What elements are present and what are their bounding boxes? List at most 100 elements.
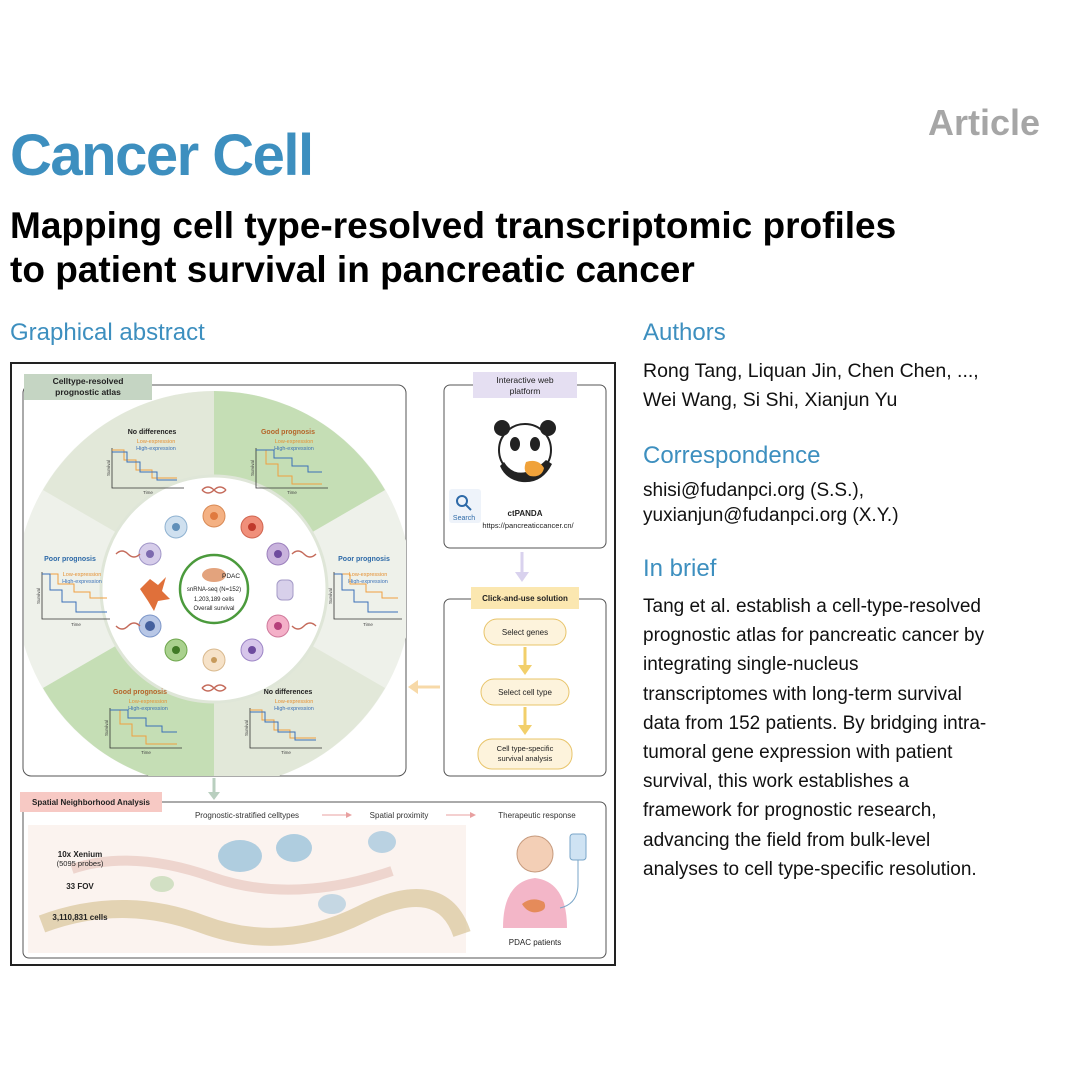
stage-therapeutic: Therapeutic response — [498, 811, 576, 820]
svg-text:Low-expression: Low-expression — [129, 699, 168, 705]
center-cells: 1,203,189 cells — [194, 597, 234, 603]
svg-text:Low-expression: Low-expression — [63, 572, 102, 578]
svg-text:Time: Time — [143, 490, 153, 495]
patient-illustration-icon — [503, 833, 587, 928]
center-circle — [178, 553, 250, 625]
svg-text:Poor prognosis: Poor prognosis — [44, 556, 96, 563]
search-button[interactable]: Search — [449, 489, 481, 523]
svg-text:Time: Time — [141, 750, 151, 755]
search-label: Search — [453, 515, 475, 522]
svg-text:Good prognosis: Good prognosis — [261, 429, 315, 436]
fov-count: 33 FOV — [66, 882, 94, 891]
brief-line: survival, this work establishes a — [643, 771, 910, 793]
svg-text:Low-expression: Low-expression — [275, 439, 314, 445]
brief-line: tumoral gene expression with patient — [643, 742, 953, 764]
svg-text:High-expression: High-expression — [62, 579, 102, 585]
graphical-abstract-figure: Celltype-resolved prognostic atlas PDAC … — [10, 362, 616, 966]
svg-text:Time: Time — [287, 490, 297, 495]
brief-line: framework for prognostic research, — [643, 800, 937, 822]
svg-text:Survival: Survival — [36, 588, 41, 604]
svg-text:Low-expression: Low-expression — [137, 439, 176, 445]
svg-text:Good prognosis: Good prognosis — [113, 689, 167, 696]
atlas-label-line-1: Celltype-resolved — [53, 376, 124, 386]
survival-analysis-label-2: survival analysis — [498, 754, 553, 763]
email-yuxianjun[interactable]: yuxianjun@fudanpci.org (X.Y.) — [643, 505, 899, 526]
search-icon — [456, 495, 468, 507]
svg-text:Survival: Survival — [250, 460, 255, 476]
brief-line: transcriptomes with long-term survival — [643, 683, 962, 705]
spatial-label: Spatial Neighborhood Analysis — [32, 798, 150, 807]
survival-analysis-label-1: Cell type-specific — [497, 744, 554, 753]
svg-text:Survival: Survival — [328, 588, 333, 604]
in-brief-text: Tang et al. establish a cell-type-resolv… — [643, 592, 1048, 884]
brief-line: integrating single-nucleus — [643, 654, 859, 676]
brief-line: data from 152 patients. By bridging intr… — [643, 712, 987, 734]
center-pdac: PDAC — [222, 573, 240, 580]
select-genes-label: Select genes — [502, 628, 548, 637]
svg-text:High-expression: High-expression — [136, 446, 176, 452]
ctpanda-url[interactable]: https://pancreaticcancer.cn/ — [482, 521, 574, 530]
journal-name: Cancer Cell — [10, 123, 314, 188]
svg-text:High-expression: High-expression — [274, 446, 314, 452]
spatial-label-box — [20, 792, 162, 812]
dna-icons — [115, 486, 317, 692]
svg-text:Low-expression: Low-expression — [275, 699, 314, 705]
xenium-probes: (5095 probes) — [57, 859, 104, 868]
center-os: Overall survival — [193, 606, 234, 612]
svg-text:Survival: Survival — [244, 720, 249, 736]
km-plot-no-diff-bottom: No differences Low-expression High-expre… — [244, 689, 322, 755]
xenium-label: 10x Xenium — [58, 850, 102, 859]
svg-text:High-expression: High-expression — [128, 706, 168, 712]
tissue-texture — [38, 831, 471, 946]
correspondence-heading: Correspondence — [643, 442, 821, 469]
graphical-abstract-svg: Celltype-resolved prognostic atlas PDAC … — [20, 372, 607, 959]
correspondence-emails: shisi@fudanpci.org (S.S.), yuxianjun@fud… — [643, 478, 1053, 528]
ctpanda-name: ctPANDA — [508, 509, 543, 518]
graphical-abstract-heading: Graphical abstract — [10, 319, 205, 346]
svg-text:Time: Time — [363, 622, 373, 627]
brief-line: prognostic atlas for pancreatic cancer b… — [643, 625, 985, 647]
svg-text:Time: Time — [71, 622, 81, 627]
web-label-line-1: Interactive web — [496, 375, 553, 385]
panda-logo-icon — [494, 420, 556, 483]
select-cell-type-button[interactable] — [480, 678, 570, 706]
svg-text:No differences: No differences — [264, 689, 313, 696]
cell-count: 3,110,831 cells — [52, 913, 108, 922]
svg-text:Survival: Survival — [106, 460, 111, 476]
in-brief-heading: In brief — [643, 555, 717, 582]
brief-line: analyses to cell type-specific resolutio… — [643, 858, 977, 880]
web-label-box — [473, 372, 577, 398]
click-use-label: Click-and-use solution — [482, 594, 568, 603]
cell-type-icons — [138, 504, 294, 672]
survival-analysis-button[interactable] — [477, 738, 573, 770]
pdac-patients-label: PDAC patients — [509, 938, 561, 947]
email-shisi[interactable]: shisi@fudanpci.org (S.S.), — [643, 480, 864, 501]
authors-line-2: Wei Wang, Si Shi, Xianjun Yu — [643, 389, 898, 411]
click-use-label-box — [471, 587, 579, 609]
brief-line: advancing the field from bulk-level — [643, 829, 931, 851]
atlas-label-box — [24, 374, 152, 400]
stage-proximity: Spatial proximity — [370, 811, 429, 820]
km-plot-good-bottom-left: Good prognosis Low-expression High-expre… — [104, 689, 182, 755]
svg-text:Low-expression: Low-expression — [349, 572, 388, 578]
svg-text:High-expression: High-expression — [348, 579, 388, 585]
article-type-label: Article — [927, 102, 1040, 143]
select-genes-button[interactable] — [483, 618, 567, 646]
brief-line: Tang et al. establish a cell-type-resolv… — [643, 596, 981, 617]
svg-text:Poor prognosis: Poor prognosis — [338, 556, 390, 563]
authors-line-1: Rong Tang, Liquan Jin, Chen Chen, ..., — [643, 360, 979, 382]
title-line-2: to patient survival in pancreatic cancer — [10, 249, 695, 290]
svg-text:Survival: Survival — [104, 720, 109, 736]
article-title: Mapping cell type-resolved transcriptomi… — [10, 204, 1050, 292]
title-line-1: Mapping cell type-resolved transcriptomi… — [10, 205, 897, 246]
svg-text:No differences: No differences — [128, 429, 177, 436]
select-cell-type-label: Select cell type — [498, 688, 552, 697]
center-seq: snRNA-seq (N=152) — [187, 587, 241, 593]
web-label-line-2: platform — [510, 386, 541, 396]
authors-list: Rong Tang, Liquan Jin, Chen Chen, ..., W… — [643, 357, 1053, 415]
km-plot-no-diff-top: No differences Low-expression High-expre… — [106, 429, 184, 495]
km-plot-good-top-right: Good prognosis Low-expression High-expre… — [250, 429, 328, 495]
svg-text:High-expression: High-expression — [274, 706, 314, 712]
pancreas-icon — [202, 568, 226, 582]
authors-heading: Authors — [643, 319, 726, 346]
